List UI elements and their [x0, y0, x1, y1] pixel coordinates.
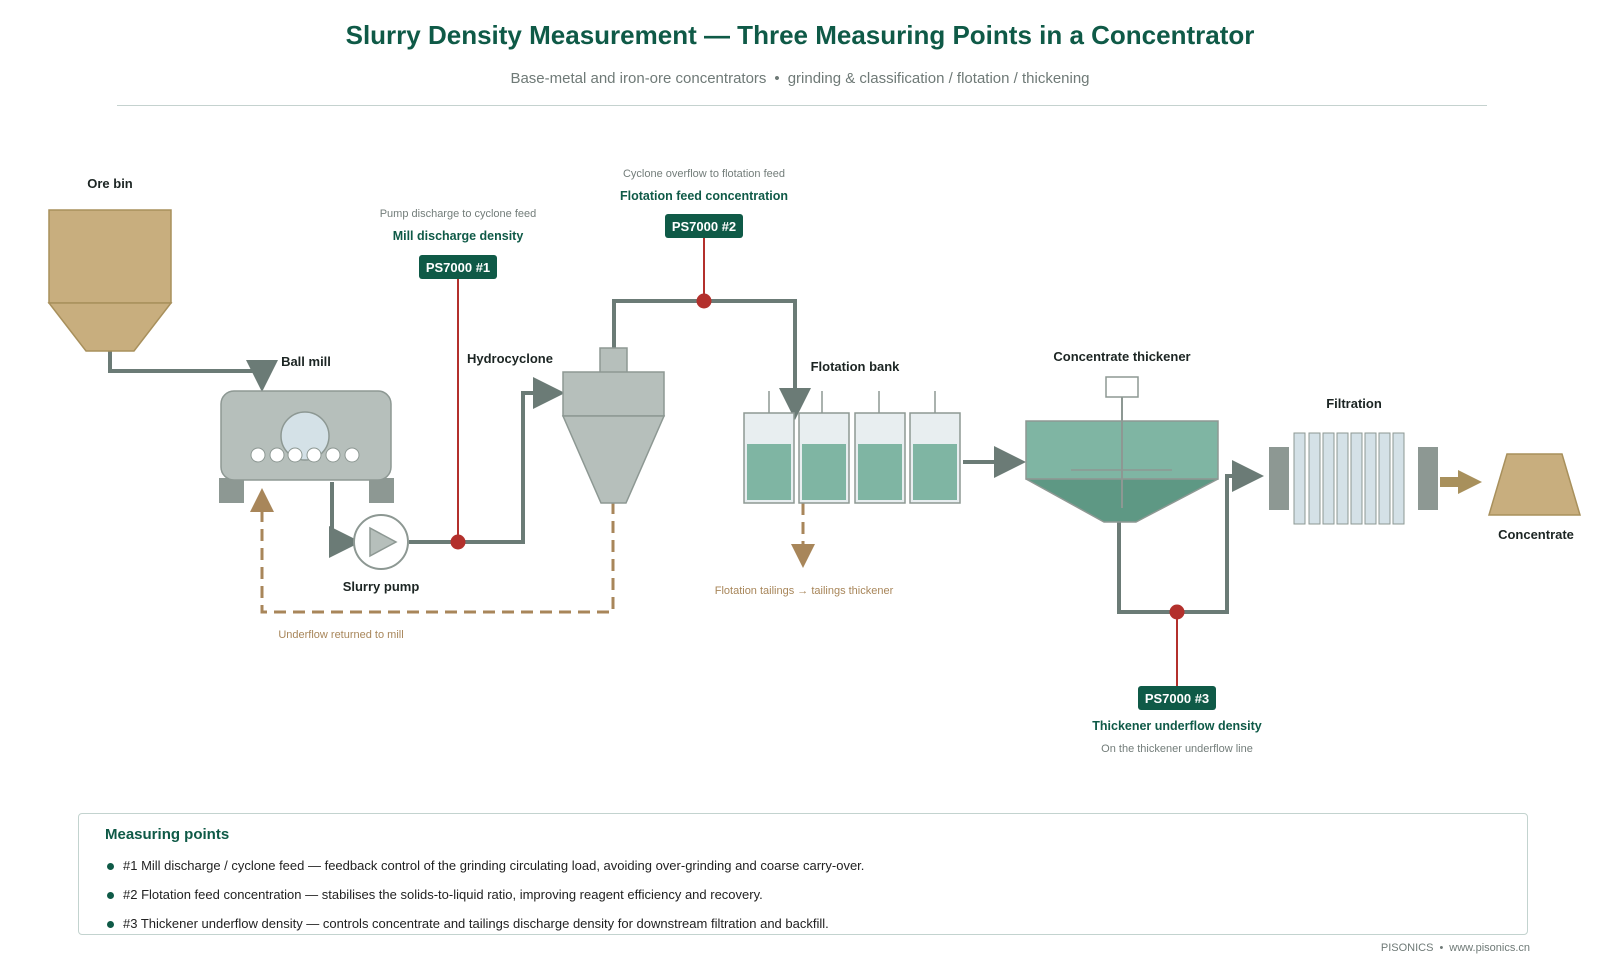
measuring-point-3: PS7000 #3 Thickener underflow density On…: [1092, 604, 1262, 755]
measuring-point-2: Cyclone overflow to flotation feed Flota…: [620, 168, 788, 309]
page-title: Slurry Density Measurement — Three Measu…: [345, 20, 1255, 50]
mp2-tag-box: [665, 214, 743, 238]
ore-bin: [47, 209, 173, 352]
hydrocyclone: [561, 347, 666, 504]
bullet-icon: [107, 892, 114, 899]
title-divider: [117, 105, 1487, 106]
mp3-location: On the thickener underflow line: [1101, 743, 1253, 755]
subtitle-part1: Base-metal and iron-ore concentrators: [510, 70, 767, 87]
mp2-location: Cyclone overflow to flotation feed: [623, 168, 785, 180]
underflow-return-line: [250, 488, 615, 614]
pipe-bin-to-mill: [108, 348, 278, 392]
bullet-icon: [107, 921, 114, 928]
hydrocyclone-label: Hydrocyclone: [467, 351, 553, 366]
page-subtitle: Base-metal and iron-ore concentrators • gr…: [0, 70, 1600, 87]
footer-separator: •: [1439, 942, 1444, 954]
mp1-tag: PS7000 #1: [426, 260, 490, 275]
legend-item-text: #1 Mill discharge / cyclone feed — feedb…: [123, 858, 865, 873]
measuring-points-legend: Measuring points #1 Mill discharge / cyc…: [78, 813, 1528, 935]
process-flow-diagram: Ore bin Ball mill Slurry pump Hydrocyclo…: [47, 168, 1582, 755]
concentrate-thickener: [1025, 376, 1219, 523]
filter-press: [1269, 432, 1438, 525]
filtration-label: Filtration: [1326, 396, 1382, 411]
concentrate-output-arrow: [1440, 470, 1482, 494]
underflow-return-note: Underflow returned to mill: [278, 629, 403, 641]
process-pipes: [108, 299, 1264, 614]
measuring-point-1: Pump discharge to cyclone feed Mill disc…: [380, 208, 537, 550]
pipe-thickener-underflow: [1117, 460, 1264, 614]
subtitle-part2: grinding & classification / flotation / …: [787, 70, 1090, 87]
pipe-pump-to-cyclone: [409, 377, 565, 544]
return-lines: [250, 488, 815, 614]
mp1-tag-box: [419, 255, 497, 279]
flotation-cell-3: [854, 412, 906, 504]
flotation-cell-2: [798, 412, 850, 504]
mp3-tag-box: [1138, 686, 1216, 710]
legend-item: #2 Flotation feed concentration — stabil…: [107, 885, 864, 914]
ball-mill-label: Ball mill: [281, 354, 331, 369]
legend-item: #1 Mill discharge / cyclone feed — feedb…: [107, 856, 864, 885]
slurry-pump: [353, 514, 409, 570]
flotation-tailings-note: Flotation tailings → tailings thickener: [715, 585, 894, 597]
legend-item-text: #3 Thickener underflow density — control…: [123, 916, 829, 931]
mp1-location: Pump discharge to cyclone feed: [380, 208, 537, 220]
mp3-sensor: [1169, 604, 1185, 620]
mp2-sensor: [696, 293, 712, 309]
mp2-tag: PS7000 #2: [672, 219, 736, 234]
slurry-pump-label: Slurry pump: [343, 579, 420, 594]
concentrate-label: Concentrate: [1498, 527, 1574, 542]
flotation-cell-4: [909, 412, 961, 504]
legend-item-text: #2 Flotation feed concentration — stabil…: [123, 887, 763, 902]
mp2-name: Flotation feed concentration: [620, 189, 788, 203]
legend-title: Measuring points: [105, 826, 230, 843]
ball-mill: [219, 390, 394, 503]
flotation-bank-label: Flotation bank: [811, 359, 901, 374]
concentrate-pile: [1487, 453, 1582, 516]
flotation-cell-1: [743, 412, 795, 504]
mp3-name: Thickener underflow density: [1092, 719, 1262, 733]
flotation-bank: [743, 391, 961, 504]
footer-brand: PISONICS: [1380, 942, 1434, 954]
mp1-name: Mill discharge density: [393, 229, 524, 243]
mp1-sensor: [450, 534, 466, 550]
ore-bin-label: Ore bin: [87, 176, 133, 191]
footer-url[interactable]: www.pisonics.cn: [1449, 942, 1530, 954]
footer: PISONICS • www.pisonics.cn: [1381, 942, 1530, 954]
mp3-tag: PS7000 #3: [1145, 691, 1209, 706]
legend-list: #1 Mill discharge / cyclone feed — feedb…: [107, 856, 864, 943]
bullet-icon: [107, 863, 114, 870]
subtitle-separator: •: [774, 70, 780, 87]
legend-item: #3 Thickener underflow density — control…: [107, 914, 864, 943]
pipe-mill-to-pump: [329, 482, 361, 558]
concentrate-thickener-label: Concentrate thickener: [1053, 349, 1190, 364]
